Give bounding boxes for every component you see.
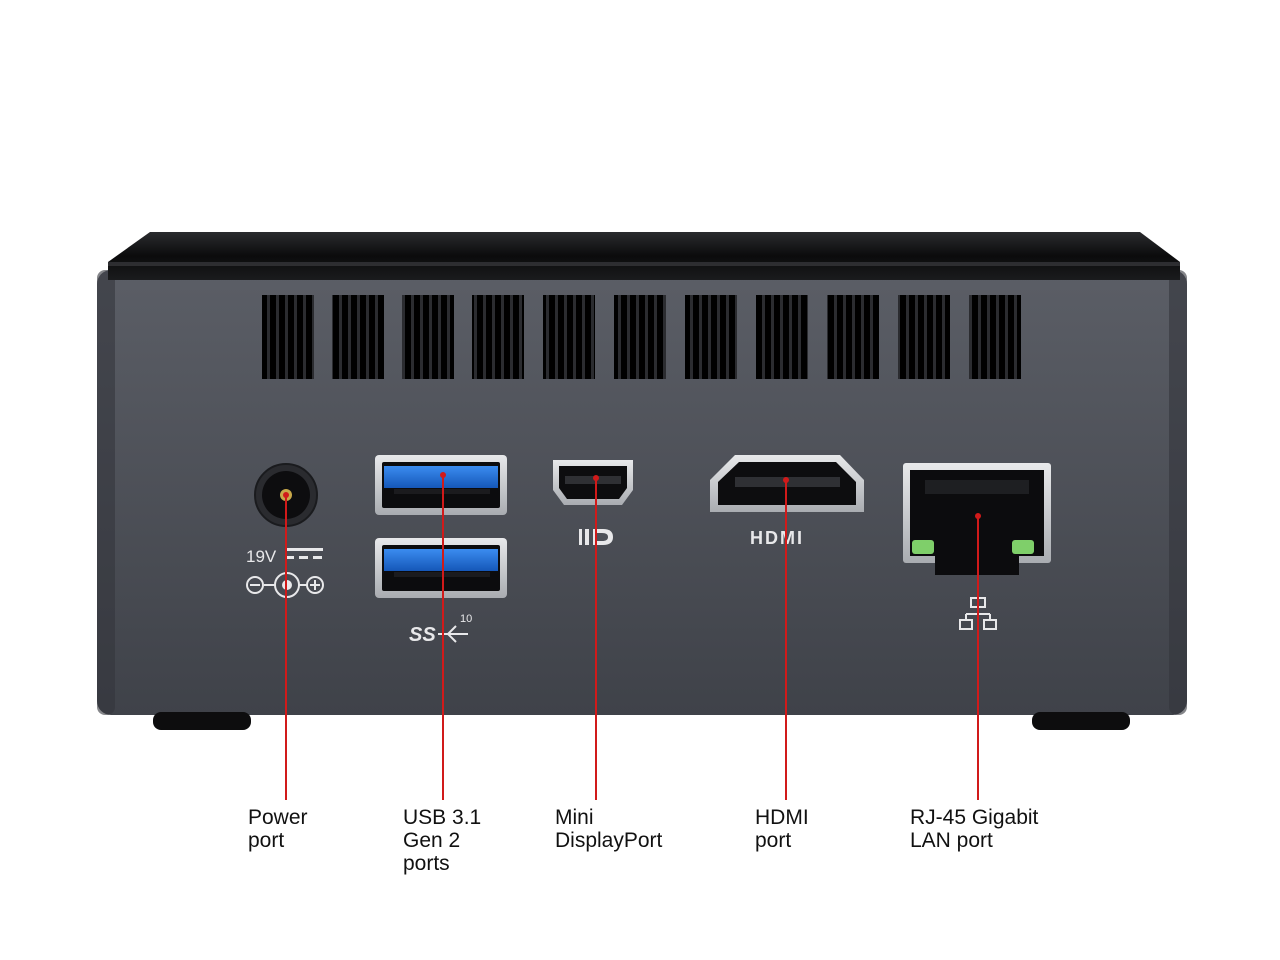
lan-led-left bbox=[912, 540, 934, 554]
callout-line-text: ports bbox=[403, 852, 450, 875]
usb-speed-label: 10 bbox=[460, 613, 472, 625]
top-lid bbox=[108, 232, 1180, 280]
callout-line-text: LAN port bbox=[910, 829, 993, 852]
usb-logo-text: SS bbox=[409, 624, 436, 646]
vent-slot bbox=[262, 295, 314, 379]
callout-label-power: Power port bbox=[248, 806, 308, 852]
callout-line-text: port bbox=[248, 829, 285, 852]
vent-slot bbox=[543, 295, 595, 379]
callout-line-text: Power bbox=[248, 806, 308, 829]
chassis bbox=[97, 232, 1187, 730]
chassis-body bbox=[97, 270, 1187, 715]
callout-line-text: port bbox=[755, 829, 792, 852]
callout-line-text: DisplayPort bbox=[555, 829, 663, 852]
callout-line-text: HDMI bbox=[755, 806, 809, 829]
vent-slot bbox=[756, 295, 808, 379]
dc-current-icon bbox=[285, 548, 323, 559]
callout-label-hdmi: HDMI port bbox=[755, 806, 809, 852]
hdmi-logo: HDMI bbox=[750, 528, 804, 548]
callout-line-text: USB 3.1 bbox=[403, 806, 482, 829]
vent-slot bbox=[685, 295, 737, 379]
lan-led-right bbox=[1012, 540, 1034, 554]
callout-lines bbox=[285, 475, 979, 800]
callout-dot bbox=[975, 513, 981, 519]
callout-dot bbox=[440, 472, 446, 478]
mini-displayport bbox=[553, 460, 633, 545]
callout-dot bbox=[783, 477, 789, 483]
power-voltage-label: 19V bbox=[246, 547, 277, 566]
callout-line-text: Mini bbox=[555, 806, 594, 829]
callout-dot bbox=[593, 475, 599, 481]
callout-dot bbox=[283, 492, 289, 498]
callout-line-text: RJ-45 Gigabit bbox=[910, 806, 1039, 829]
ventilation-grille bbox=[262, 295, 1021, 379]
usb-port-top bbox=[375, 455, 507, 515]
rubber-foot-right bbox=[1032, 712, 1130, 730]
vent-slot bbox=[472, 295, 524, 379]
rubber-foot-left bbox=[153, 712, 251, 730]
vent-slot bbox=[402, 295, 454, 379]
vent-slot bbox=[614, 295, 666, 379]
usb-port-bottom bbox=[375, 538, 507, 598]
callout-label-minidp: Mini DisplayPort bbox=[555, 806, 662, 852]
callout-label-lan: RJ-45 Gigabit LAN port bbox=[910, 806, 1038, 852]
vent-slot bbox=[969, 295, 1021, 379]
vent-slot bbox=[898, 295, 950, 379]
callout-label-usb: USB 3.1 Gen 2 ports bbox=[403, 806, 481, 875]
vent-slot bbox=[827, 295, 879, 379]
displayport-icon bbox=[579, 529, 613, 545]
vent-slot bbox=[332, 295, 384, 379]
callout-line-text: Gen 2 bbox=[403, 829, 461, 852]
